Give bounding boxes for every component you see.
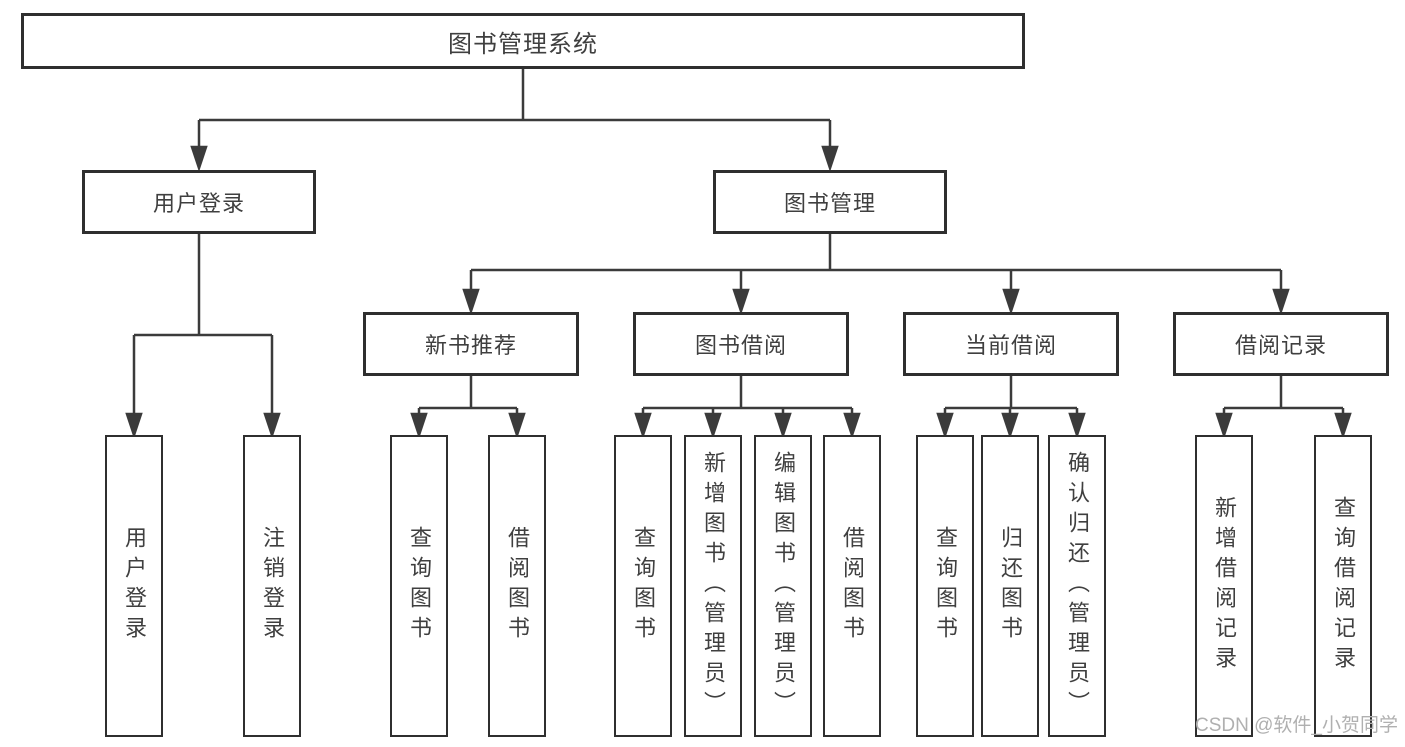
csdn-watermark: CSDN @软件_小贺同学 bbox=[1195, 715, 1398, 736]
leaf-borrow-add-books-admin: 新增图书（管理员） bbox=[684, 435, 742, 737]
node-book-borrow: 图书借阅 bbox=[633, 312, 849, 376]
connector-book-borrow-to-leaves bbox=[634, 376, 861, 439]
leaf-borrow-edit-books-admin: 编辑图书（管理员） bbox=[754, 435, 812, 737]
leaf-borrow-query-books: 查询图书 bbox=[614, 435, 672, 737]
leaf-current-query-books: 查询图书 bbox=[916, 435, 974, 737]
connector-current-borrow-to-leaves bbox=[936, 376, 1086, 439]
leaf-logout: 注销登录 bbox=[243, 435, 301, 737]
leaf-current-confirm-return-admin: 确认归还（管理员） bbox=[1048, 435, 1106, 737]
node-current-borrow: 当前借阅 bbox=[903, 312, 1119, 376]
leaf-current-return-books: 归还图书 bbox=[981, 435, 1039, 737]
node-root-book-management-system: 图书管理系统 bbox=[21, 13, 1025, 69]
connector-root-to-level1 bbox=[190, 69, 839, 172]
leaf-recommend-borrow-books: 借阅图书 bbox=[488, 435, 546, 737]
leaf-records-query-record: 查询借阅记录 bbox=[1314, 435, 1372, 737]
leaf-user-login: 用户登录 bbox=[105, 435, 163, 737]
leaf-recommend-query-books: 查询图书 bbox=[390, 435, 448, 737]
leaf-borrow-borrow-books: 借阅图书 bbox=[823, 435, 881, 737]
connector-book-management-to-level2 bbox=[462, 234, 1290, 315]
connector-borrow-records-to-leaves bbox=[1215, 376, 1352, 439]
connector-user-login-to-leaves bbox=[125, 234, 281, 439]
node-user-login: 用户登录 bbox=[82, 170, 316, 234]
node-borrow-records: 借阅记录 bbox=[1173, 312, 1389, 376]
connector-new-book-recommend-to-leaves bbox=[410, 376, 526, 439]
leaf-records-add-record: 新增借阅记录 bbox=[1195, 435, 1253, 737]
node-new-book-recommend: 新书推荐 bbox=[363, 312, 579, 376]
node-book-management: 图书管理 bbox=[713, 170, 947, 234]
